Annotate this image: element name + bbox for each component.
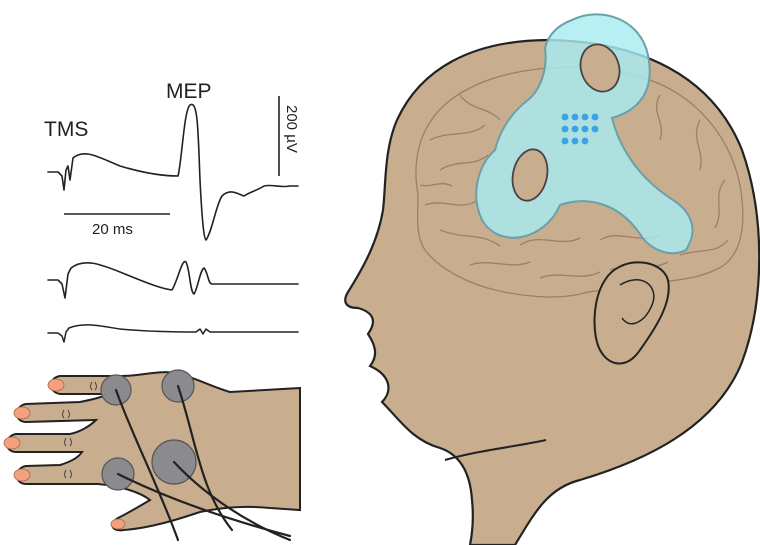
ear [593, 261, 670, 365]
coil-hole-lower [511, 148, 549, 202]
electrode-wires [114, 384, 292, 542]
tms-label: TMS [44, 118, 88, 141]
trace-large [47, 103, 299, 241]
hand-illustration [3, 369, 301, 542]
head-illustration [344, 13, 760, 545]
trace-medium [47, 260, 299, 299]
time-scale-label: 20 ms [92, 221, 133, 238]
tms-coil [475, 13, 694, 255]
trace-small [47, 324, 299, 343]
mep-label: MEP [166, 80, 212, 103]
coil-hole-upper [579, 43, 621, 93]
jaw-line [444, 439, 547, 461]
hand-outline [6, 371, 301, 532]
mep-traces: TMS MEP 20 ms 200 µV [44, 80, 300, 343]
brain [415, 66, 744, 298]
amplitude-scale-label: 200 µV [283, 105, 300, 153]
fingernails [3, 378, 126, 530]
stimulation-dots [561, 113, 599, 145]
